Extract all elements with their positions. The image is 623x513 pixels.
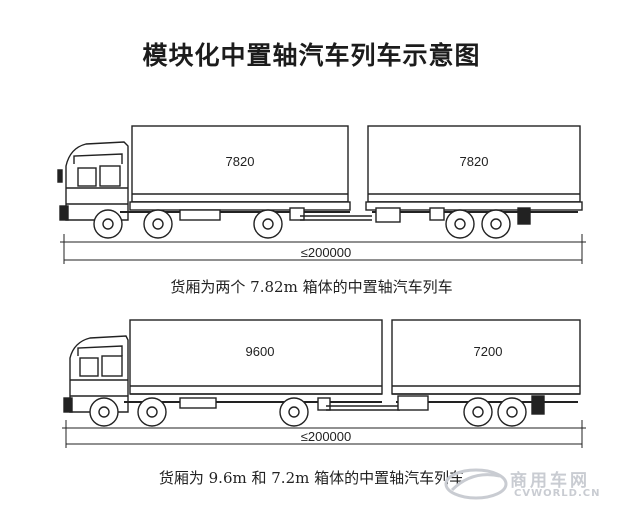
truck-wheels <box>89 397 309 427</box>
bottom-caption: 货厢为 9.6m 和 7.2m 箱体的中置轴汽车列车 <box>158 469 465 487</box>
top-caption: 货厢为两个 7.82m 箱体的中置轴汽车列车 <box>170 278 453 296</box>
truck-cargo-box <box>129 125 351 211</box>
page-title: 模块化中置轴汽车列车示意图 <box>142 41 481 70</box>
top-train-drawing: 7820 7820 ≤200000 <box>57 125 586 264</box>
truck-cab <box>57 141 129 221</box>
drawbar <box>326 405 400 411</box>
truck-cab <box>63 335 129 413</box>
drawbar <box>300 215 372 221</box>
watermark-text: 商用车网 <box>510 471 590 491</box>
trailer-cargo-box <box>365 125 583 211</box>
watermark-subtext: CVWORLD.CN <box>514 488 601 499</box>
trailer-wheels <box>463 397 527 427</box>
truck-cargo-box <box>129 319 383 395</box>
bottom-trailer-box-dimension: 7200 <box>474 344 503 359</box>
top-truck-box-dimension: 7820 <box>226 154 255 169</box>
top-overall-length: ≤200000 <box>301 245 352 260</box>
watermark-logo-icon <box>444 468 508 500</box>
bottom-overall-length: ≤200000 <box>301 429 352 444</box>
trailer-cargo-box <box>391 319 581 395</box>
trailer-wheels <box>445 209 511 239</box>
watermark: 商用车网 CVWORLD.CN <box>438 460 618 508</box>
top-trailer-box-dimension: 7820 <box>460 154 489 169</box>
truck-wheels <box>93 209 283 239</box>
bottom-truck-box-dimension: 9600 <box>246 344 275 359</box>
bottom-train-drawing: 9600 7200 ≤200000 <box>62 319 586 448</box>
